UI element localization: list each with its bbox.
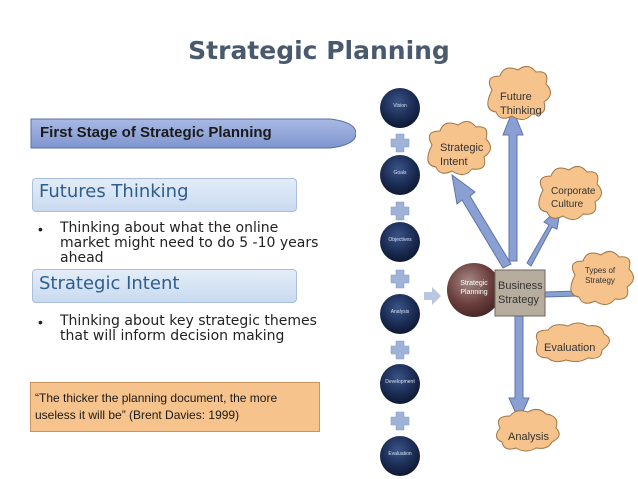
plus-icon <box>390 133 410 153</box>
futures-thinking-box <box>32 178 297 212</box>
page-title: Strategic Planning <box>188 36 450 65</box>
future-thinking-label: Future Thinking <box>500 91 542 117</box>
quote-text: “The thicker the planning document, the … <box>35 391 278 422</box>
cloud-future-thinking <box>487 66 551 120</box>
bullet-dot: • <box>38 314 43 330</box>
quote-box <box>30 382 320 432</box>
step-label-goals: Goals <box>393 170 407 176</box>
center-sphere <box>447 263 501 317</box>
step-sphere-evaluation <box>380 436 420 476</box>
business-strategy-label: Business Strategy <box>498 280 543 306</box>
step-label-analysis: Analysis <box>390 309 410 315</box>
types-of-strategy-label: Types of Strategy <box>584 266 616 285</box>
step-label-development: Development <box>385 379 415 385</box>
strategic-intent-bullet: Thinking about key strategic themes that… <box>60 313 317 344</box>
step-sphere-analysis <box>380 294 420 334</box>
plus-icon <box>390 269 410 289</box>
stage-banner-label: First Stage of Strategic Planning <box>40 124 272 141</box>
arrow-strategic-intent <box>451 173 512 269</box>
analysis-label: Analysis <box>508 431 549 443</box>
arrow-to-center-icon <box>424 287 441 305</box>
business-strategy-box <box>494 269 546 317</box>
arrow-future-thinking <box>502 108 524 262</box>
center-label: Strategic Planning <box>460 280 488 296</box>
plus-icon <box>390 340 410 360</box>
corporate-culture-label: Corporate Culture <box>551 186 596 210</box>
strategic-intent-heading: Strategic Intent <box>39 273 180 294</box>
step-sphere-vision <box>380 88 420 128</box>
plus-icon <box>390 411 410 431</box>
cloud-evaluation <box>535 322 610 363</box>
step-sphere-goals <box>380 155 420 195</box>
step-sphere-objectives <box>380 222 420 262</box>
evaluation-label: Evaluation <box>544 342 596 354</box>
plus-icon <box>390 201 410 221</box>
cloud-corporate-culture <box>538 166 602 220</box>
step-sphere-development <box>380 364 420 404</box>
arrow-analysis <box>508 315 530 422</box>
bullet-dot: • <box>38 221 43 237</box>
step-label-evaluation: Evaluation <box>388 451 412 457</box>
futures-thinking-bullet: Thinking about what the online market mi… <box>60 220 319 266</box>
step-label-objectives: Objectives <box>388 237 412 243</box>
cloud-strategic-intent <box>427 121 491 175</box>
step-label-vision: Vision <box>393 103 407 109</box>
cloud-types-of-strategy <box>570 251 634 305</box>
strategic-intent-label: Strategic Intent <box>440 142 484 168</box>
futures-thinking-heading: Futures Thinking <box>39 181 189 202</box>
cloud-analysis <box>496 408 560 452</box>
strategic-intent-box <box>32 269 297 303</box>
